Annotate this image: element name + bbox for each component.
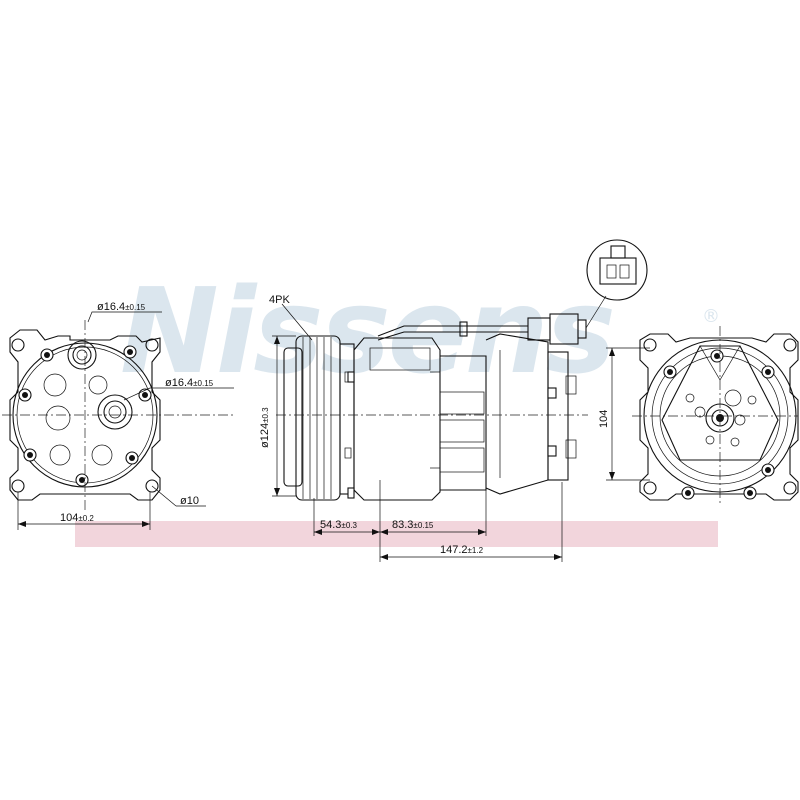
electrical-connector-detail bbox=[585, 239, 648, 329]
top-port-diameter-label: ø16.4±0.15 bbox=[97, 301, 146, 313]
bolt-icon bbox=[663, 349, 775, 500]
belt-profile-label: 4PK bbox=[269, 294, 290, 306]
rear-view-compressor bbox=[606, 326, 799, 506]
left-face-width-label: 104±0.2 bbox=[60, 512, 94, 524]
watermark-logo: Nissens bbox=[120, 262, 613, 400]
right-face-height-label: 104 bbox=[598, 410, 610, 428]
pulley-diameter-label: ø124±0.3 bbox=[259, 407, 271, 448]
bolt-icon bbox=[18, 345, 152, 487]
watermark-band bbox=[75, 521, 718, 547]
side-port-diameter-label: ø16.4±0.15 bbox=[165, 377, 214, 389]
pulley-to-port-label: 54.3±0.3 bbox=[320, 519, 357, 531]
port-spacing-label: 83.3±0.15 bbox=[392, 519, 434, 531]
front-view-pulley-side bbox=[2, 311, 235, 530]
overall-length-label: 147.2±1.2 bbox=[440, 544, 484, 556]
side-view-compressor bbox=[272, 303, 588, 562]
mount-hole-diameter-label: ø10 bbox=[180, 495, 199, 507]
watermark-registered-mark: ® bbox=[702, 306, 720, 327]
